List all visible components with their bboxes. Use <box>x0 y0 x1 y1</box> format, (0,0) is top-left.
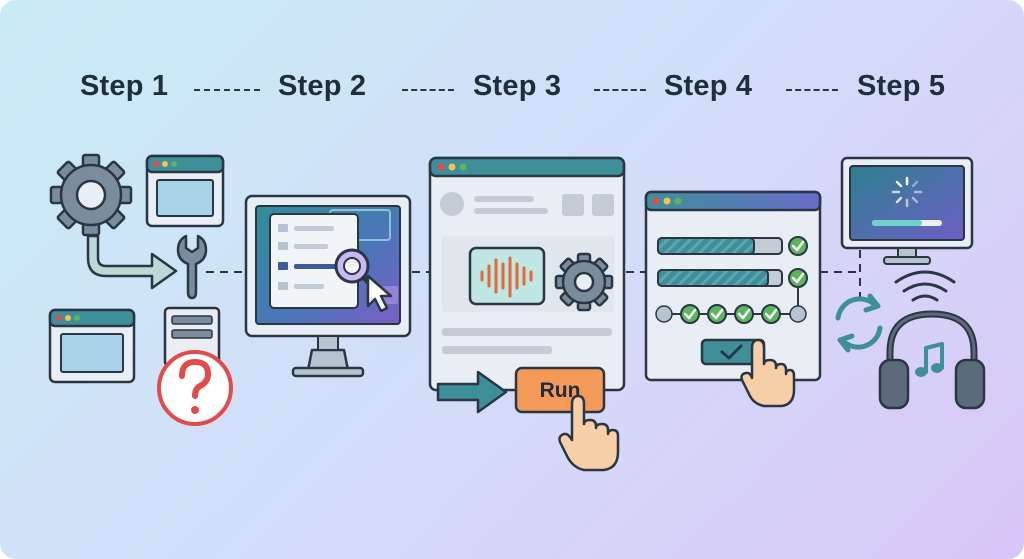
checkmark-icon <box>761 304 781 324</box>
checkmark-icon <box>680 304 700 324</box>
monitor-icon <box>840 156 974 265</box>
run-button-label: Run <box>540 379 581 402</box>
checklist-row <box>655 304 807 324</box>
checkmark-icon <box>788 268 808 288</box>
headphones-icon <box>878 310 986 410</box>
progress-bar-1 <box>657 237 783 255</box>
step-4-label: Step 4 <box>664 70 753 102</box>
step-4-illustration <box>644 190 822 408</box>
step-3-illustration: Run <box>428 156 626 472</box>
wifi-signal-icon <box>894 270 956 302</box>
step-1-illustration <box>48 153 233 426</box>
browser-window-icon <box>48 308 136 384</box>
step-connector-1-2 <box>194 89 260 91</box>
cursor-icon <box>366 274 393 313</box>
arrow-right-icon <box>436 370 508 414</box>
run-button[interactable]: Run <box>514 366 606 414</box>
checkmark-icon <box>734 304 754 324</box>
step-connector-4-5 <box>786 89 838 91</box>
browser-window-icon <box>145 154 225 228</box>
progress-bar-2 <box>657 269 783 287</box>
step-connector-2-3 <box>402 89 454 91</box>
hand-pointer-icon <box>558 394 620 472</box>
wrench-icon <box>176 234 208 300</box>
checkmark-icon <box>788 236 808 256</box>
step-1-label: Step 1 <box>80 70 169 102</box>
step-3-label: Step 3 <box>473 70 562 102</box>
music-note-icon <box>915 342 944 377</box>
step-5-illustration <box>835 156 986 410</box>
loading-spinner-icon <box>891 176 923 208</box>
arrow-right-icon <box>86 234 178 290</box>
step-2-illustration <box>244 194 412 378</box>
step-connector-3-4 <box>594 89 646 91</box>
audio-waveform-icon <box>468 246 546 306</box>
checkmark-icon <box>707 304 727 324</box>
gear-icon <box>554 252 614 312</box>
hand-pointer-icon <box>740 338 796 408</box>
step-2-label: Step 2 <box>278 70 367 102</box>
refresh-icon <box>835 293 883 353</box>
gear-icon <box>49 153 133 237</box>
step-5-label: Step 5 <box>857 70 946 102</box>
dashed-connectors <box>206 250 861 300</box>
question-mark-icon <box>157 350 233 426</box>
loading-bar <box>872 220 942 226</box>
